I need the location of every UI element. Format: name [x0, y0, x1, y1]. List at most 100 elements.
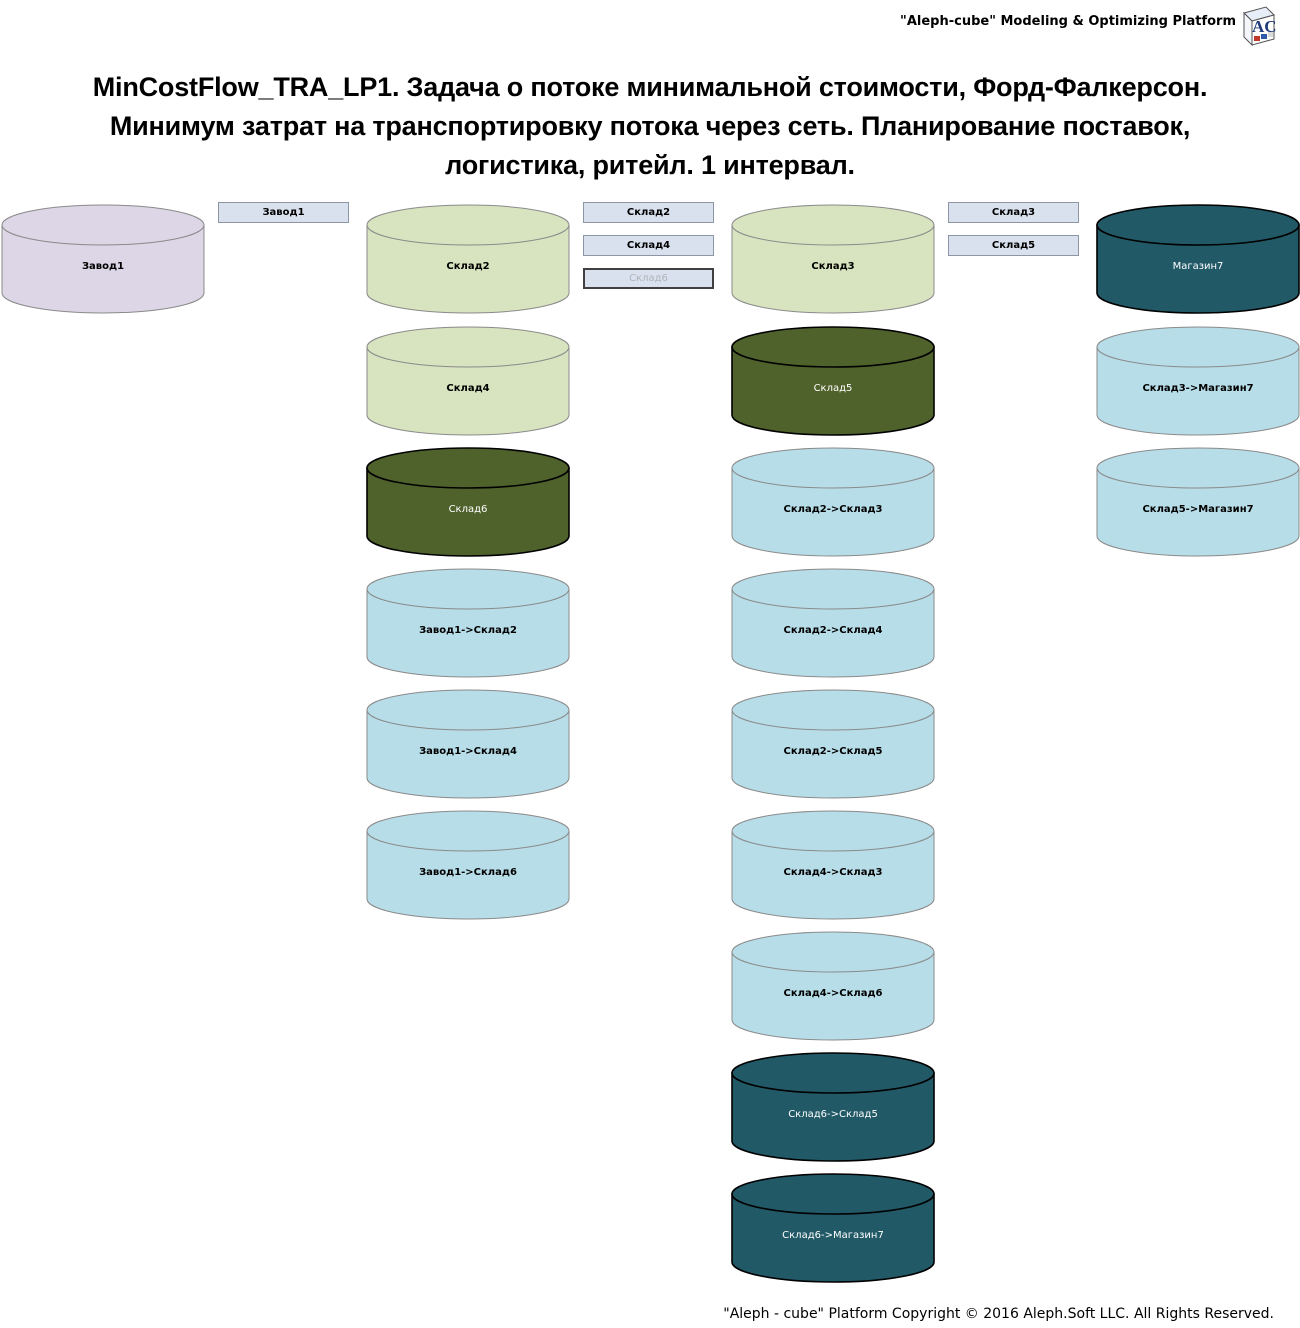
- node-label: Склад6->Магазин7: [782, 1230, 884, 1241]
- node-label: Склад2->Склад5: [783, 746, 883, 757]
- node-label: Склад3: [811, 261, 855, 272]
- node-label: Склад3->Магазин7: [1142, 383, 1254, 394]
- cylinder-shape: [366, 326, 570, 436]
- node-sklad6-magazin7[interactable]: Склад6->Магазин7: [731, 1172, 935, 1284]
- cylinder-top: [366, 204, 570, 246]
- cylinder-top: [1096, 326, 1300, 368]
- node-zavod1-sklad4[interactable]: Завод1->Склад4: [366, 688, 570, 800]
- node-label: Завод1: [81, 261, 125, 272]
- node-sklad2-sklad3[interactable]: Склад2->Склад3: [731, 446, 935, 558]
- tag-sklad3[interactable]: Склад3: [948, 202, 1079, 223]
- cylinder-body: [731, 1072, 935, 1162]
- cylinder-shape: [731, 1052, 935, 1162]
- cylinder-top: [731, 931, 935, 973]
- node-sklad6-sklad5[interactable]: Склад6->Склад5: [731, 1051, 935, 1163]
- cylinder-body: [731, 588, 935, 678]
- cylinder-shape: [366, 689, 570, 799]
- tag-sklad6[interactable]: Склад6: [583, 268, 714, 289]
- node-sklad4[interactable]: Склад4: [366, 325, 570, 437]
- node-label: Склад5: [813, 383, 853, 394]
- cylinder-shape: [731, 568, 935, 678]
- cylinder-body: [1, 224, 205, 314]
- cylinder-top: [1096, 204, 1300, 246]
- node-sklad4-sklad6[interactable]: Склад4->Склад6: [731, 930, 935, 1042]
- cylinder-top: [731, 689, 935, 731]
- cylinder-top: [366, 568, 570, 610]
- cylinder-shape: [366, 810, 570, 920]
- cylinder-body: [366, 830, 570, 920]
- platform-name: "Aleph-cube" Modeling & Optimizing Platf…: [900, 14, 1236, 29]
- node-label: Склад2->Склад4: [783, 625, 883, 636]
- node-zavod1[interactable]: Завод1: [1, 203, 205, 315]
- node-sklad3-magazin7[interactable]: Склад3->Магазин7: [1096, 325, 1300, 437]
- tag-zavod1[interactable]: Завод1: [218, 202, 349, 223]
- node-sklad2-sklad4[interactable]: Склад2->Склад4: [731, 567, 935, 679]
- logo-lettering: AC: [1252, 17, 1277, 36]
- node-label: Завод1->Склад6: [419, 867, 517, 878]
- title-line-2: Минимум затрат на транспортировку потока…: [109, 111, 1191, 141]
- cylinder-top: [731, 568, 935, 610]
- cylinder-top: [731, 447, 935, 489]
- cylinder-top: [731, 810, 935, 852]
- cylinder-body: [731, 709, 935, 799]
- cylinder-body: [1096, 224, 1300, 314]
- cylinder-shape: [1, 204, 205, 314]
- node-label: Склад4: [446, 383, 490, 394]
- node-sklad5[interactable]: Склад5: [731, 325, 935, 437]
- cylinder-body: [731, 830, 935, 920]
- node-label: Склад2->Склад3: [783, 504, 883, 515]
- node-label: Склад2: [446, 261, 490, 272]
- node-sklad2[interactable]: Склад2: [366, 203, 570, 315]
- cylinder-body: [366, 467, 570, 557]
- cylinder-shape: [366, 447, 570, 557]
- cylinder-body: [1096, 467, 1300, 557]
- cylinder-shape: [1096, 204, 1300, 314]
- cylinder-shape: [1096, 447, 1300, 557]
- page-title: MinCostFlow_TRA_LP1. Задача о потоке мин…: [0, 68, 1300, 185]
- copyright-footer: "Aleph - cube" Platform Copyright © 2016…: [723, 1306, 1274, 1322]
- node-zavod1-sklad2[interactable]: Завод1->Склад2: [366, 567, 570, 679]
- tag-sklad4[interactable]: Склад4: [583, 235, 714, 256]
- node-sklad2-sklad5[interactable]: Склад2->Склад5: [731, 688, 935, 800]
- cylinder-shape: [731, 447, 935, 557]
- node-label: Склад4->Склад6: [783, 988, 883, 999]
- cylinder-shape: [366, 568, 570, 678]
- aleph-cube-logo: AC: [1240, 3, 1278, 47]
- title-line-1: MinCostFlow_TRA_LP1. Задача о потоке мин…: [92, 72, 1208, 102]
- cylinder-top: [366, 810, 570, 852]
- cylinder-body: [731, 224, 935, 314]
- node-sklad4-sklad3[interactable]: Склад4->Склад3: [731, 809, 935, 921]
- node-zavod1-sklad6[interactable]: Завод1->Склад6: [366, 809, 570, 921]
- cylinder-shape: [731, 326, 935, 436]
- cylinder-body: [731, 1193, 935, 1283]
- node-label: Завод1->Склад2: [419, 625, 517, 636]
- tag-sklad2[interactable]: Склад2: [583, 202, 714, 223]
- cylinder-top: [366, 326, 570, 368]
- cylinder-top: [1096, 447, 1300, 489]
- cylinder-top: [731, 326, 935, 368]
- cylinder-top: [366, 689, 570, 731]
- cylinder-shape: [731, 931, 935, 1041]
- cylinder-body: [731, 467, 935, 557]
- cylinder-body: [366, 588, 570, 678]
- cylinder-shape: [1096, 326, 1300, 436]
- cylinder-body: [366, 346, 570, 436]
- node-label: Склад6: [448, 504, 488, 515]
- node-sklad6[interactable]: Склад6: [366, 446, 570, 558]
- cylinder-shape: [731, 204, 935, 314]
- node-label: Завод1->Склад4: [419, 746, 517, 757]
- title-line-3: логистика, ритейл. 1 интервал.: [445, 150, 855, 180]
- cylinder-shape: [731, 689, 935, 799]
- cylinder-body: [731, 951, 935, 1041]
- cylinder-body: [731, 346, 935, 436]
- node-sklad3[interactable]: Склад3: [731, 203, 935, 315]
- node-label: Склад5->Магазин7: [1142, 504, 1254, 515]
- cylinder-body: [366, 224, 570, 314]
- node-sklad5-magazin7[interactable]: Склад5->Магазин7: [1096, 446, 1300, 558]
- cylinder-top: [731, 1173, 935, 1215]
- node-magazin7[interactable]: Магазин7: [1096, 203, 1300, 315]
- cylinder-top: [1, 204, 205, 246]
- tag-sklad5[interactable]: Склад5: [948, 235, 1079, 256]
- cylinder-body: [1096, 346, 1300, 436]
- node-label: Склад4->Склад3: [783, 867, 883, 878]
